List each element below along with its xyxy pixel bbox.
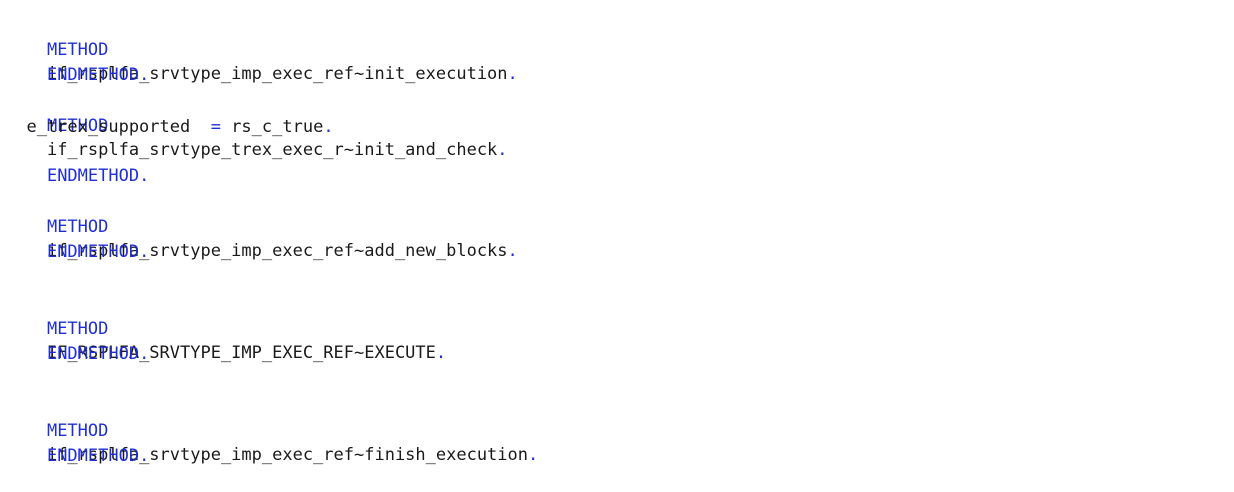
keyword-endmethod: ENDMETHOD [46, 344, 140, 364]
code-line-endmethod[interactable]: ENDMETHOD. [6, 318, 149, 364]
code-editor[interactable]: METHOD if_rsplfa_srvtype_imp_exec_ref~in… [6, 14, 1226, 466]
period: . [139, 344, 150, 364]
code-line-endmethod[interactable]: ENDMETHOD. [6, 216, 149, 262]
variable-name: e_trex_supported [6, 117, 191, 137]
method-name: if_rsplfa_srvtype_imp_exec_ref~add_new_b… [46, 241, 508, 261]
keyword-endmethod: ENDMETHOD [46, 446, 140, 466]
method-name: IF_RSPLFA_SRVTYPE_IMP_EXEC_REF~EXECUTE [46, 343, 436, 363]
code-line-method-init-execution[interactable]: METHOD if_rsplfa_srvtype_imp_exec_ref~in… [6, 14, 518, 84]
period: . [139, 242, 150, 262]
code-line-method-init-and-check[interactable]: METHOD if_rsplfa_srvtype_trex_exec_r~ini… [6, 90, 508, 160]
keyword-method: METHOD [46, 40, 109, 60]
code-line-method-finish-execution[interactable]: METHOD if_rsplfa_srvtype_imp_exec_ref~fi… [6, 395, 538, 465]
constant-value: rs_c_true [220, 117, 324, 137]
keyword-method: METHOD [46, 217, 109, 237]
period: . [139, 166, 150, 186]
period: . [507, 241, 518, 261]
code-line-endmethod[interactable]: ENDMETHOD. [6, 39, 149, 85]
code-line-method-execute[interactable]: METHOD IF_RSPLFA_SRVTYPE_IMP_EXEC_REF~EX… [6, 293, 446, 363]
period: . [323, 117, 334, 137]
code-line-assignment[interactable]: e_trex_supported = rs_c_true. [6, 115, 334, 139]
keyword-endmethod: ENDMETHOD [46, 166, 140, 186]
code-line-method-add-new-blocks[interactable]: METHOD if_rsplfa_srvtype_imp_exec_ref~ad… [6, 191, 518, 261]
period: . [507, 64, 518, 84]
keyword-method: METHOD [46, 319, 109, 339]
method-name: if_rsplfa_srvtype_trex_exec_r~init_and_c… [46, 140, 498, 160]
keyword-method: METHOD [46, 421, 109, 441]
code-line-endmethod[interactable]: ENDMETHOD. [6, 140, 149, 186]
keyword-endmethod: ENDMETHOD [46, 242, 140, 262]
method-name: if_rsplfa_srvtype_imp_exec_ref~init_exec… [46, 64, 508, 84]
period: . [139, 446, 150, 466]
assign-operator: = [190, 117, 221, 137]
period: . [139, 65, 150, 85]
period: . [435, 343, 447, 363]
method-name: if_rsplfa_srvtype_imp_exec_ref~finish_ex… [46, 445, 528, 465]
code-line-endmethod[interactable]: ENDMETHOD. [6, 420, 149, 466]
keyword-endmethod: ENDMETHOD [46, 65, 140, 85]
period: . [497, 140, 508, 160]
period: . [528, 445, 539, 465]
keyword-method: METHOD [46, 116, 109, 136]
